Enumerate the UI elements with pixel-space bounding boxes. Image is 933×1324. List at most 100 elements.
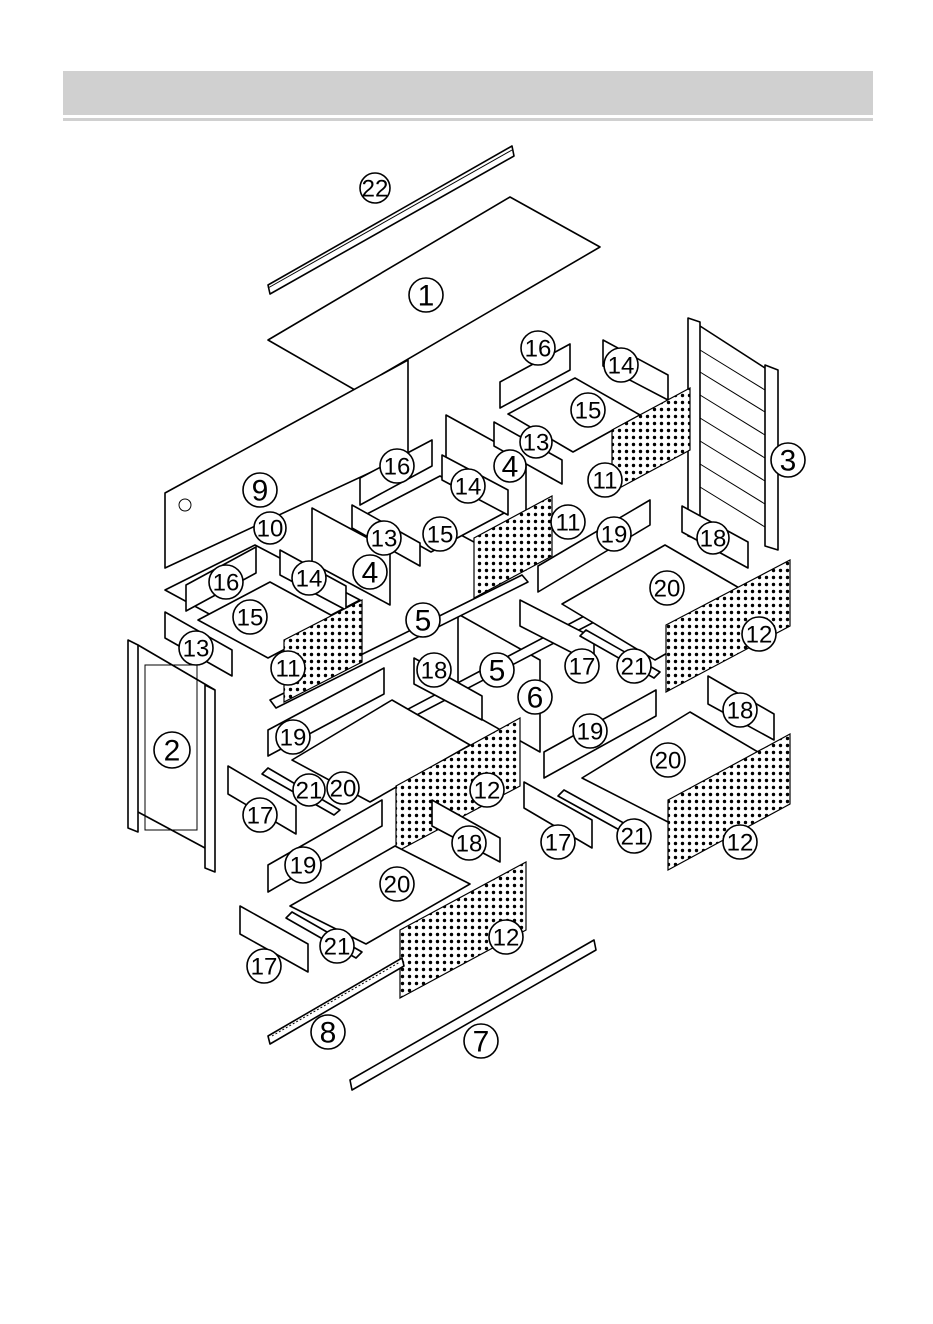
callout-label: 17: [545, 830, 572, 857]
callout-label: 16: [525, 336, 552, 363]
callout-12: 12: [489, 920, 523, 954]
callout-13: 13: [520, 426, 552, 458]
callout-14: 14: [451, 469, 485, 503]
callout-13: 13: [367, 521, 401, 555]
callout-label: 11: [593, 468, 618, 495]
callout-label: 19: [601, 522, 628, 549]
callout-19: 19: [285, 847, 321, 883]
callout-2: 2: [154, 732, 190, 768]
callout-label: 18: [456, 831, 483, 858]
callout-label: 14: [608, 353, 635, 380]
callout-15: 15: [233, 600, 267, 634]
callout-17: 17: [565, 649, 599, 683]
callout-19: 19: [276, 720, 310, 754]
callout-label: 1: [418, 280, 435, 313]
callout-label: 20: [654, 576, 681, 603]
callout-19: 19: [597, 517, 631, 551]
callout-label: 22: [362, 176, 389, 203]
callout-label: 20: [655, 748, 682, 775]
callout-20: 20: [650, 571, 684, 605]
callout-3: 3: [771, 443, 805, 478]
callout-label: 2: [164, 735, 181, 768]
callout-20: 20: [651, 743, 685, 777]
callout-label: 18: [727, 698, 754, 725]
part-right-side-frame: [688, 318, 778, 550]
callout-5: 5: [406, 603, 440, 638]
callout-label: 16: [213, 570, 240, 597]
callout-label: 9: [252, 475, 269, 508]
callout-label: 12: [493, 925, 520, 952]
callout-label: 21: [621, 654, 648, 681]
callout-label: 3: [780, 445, 797, 478]
callout-label: 7: [473, 1026, 490, 1059]
callout-label: 21: [324, 934, 351, 961]
part-base-rail-7: [350, 940, 596, 1090]
callout-label: 15: [427, 522, 454, 549]
callout-19: 19: [573, 714, 607, 748]
callout-label: 21: [621, 824, 648, 851]
callout-label: 15: [237, 605, 264, 632]
callout-11: 11: [271, 651, 305, 685]
callout-label: 12: [474, 778, 501, 805]
callout-17: 17: [541, 825, 575, 859]
callout-10: 10: [254, 512, 286, 544]
callout-17: 17: [243, 798, 277, 832]
callout-16: 16: [380, 449, 414, 483]
callout-label: 12: [746, 622, 773, 649]
callout-18: 18: [452, 826, 486, 860]
callout-11: 11: [551, 505, 585, 539]
callout-label: 21: [296, 778, 323, 805]
callout-12: 12: [470, 773, 504, 807]
callout-label: 17: [569, 654, 596, 681]
callout-18: 18: [697, 522, 729, 554]
callout-label: 20: [330, 776, 357, 803]
callout-14: 14: [292, 561, 326, 595]
callout-14: 14: [604, 348, 638, 382]
callout-13: 13: [179, 631, 213, 665]
callout-4: 4: [353, 555, 387, 590]
callout-label: 5: [415, 605, 432, 638]
callout-16: 16: [521, 331, 555, 365]
callout-label: 18: [700, 526, 727, 553]
callout-21: 21: [617, 649, 651, 683]
callout-label: 4: [362, 557, 379, 590]
callout-label: 19: [577, 719, 604, 746]
callout-15: 15: [571, 393, 605, 427]
callout-22: 22: [360, 173, 390, 203]
callout-6: 6: [518, 680, 552, 715]
callout-label: 16: [384, 454, 411, 481]
callout-4: 4: [494, 450, 526, 484]
callout-20: 20: [380, 867, 414, 901]
callout-5: 5: [480, 653, 514, 688]
callout-label: 13: [523, 430, 550, 457]
callout-label: 14: [296, 566, 323, 593]
callout-7: 7: [464, 1024, 498, 1059]
callout-21: 21: [320, 929, 354, 963]
callout-label: 13: [371, 526, 398, 553]
callout-label: 6: [527, 682, 544, 715]
callout-18: 18: [723, 693, 757, 727]
callout-18: 18: [417, 653, 451, 687]
callout-12: 12: [723, 825, 757, 859]
callout-label: 4: [502, 451, 519, 484]
callout-9: 9: [243, 473, 277, 508]
callout-8: 8: [311, 1015, 345, 1050]
callout-17: 17: [247, 949, 281, 983]
callout-12: 12: [742, 617, 776, 651]
callout-label: 8: [320, 1017, 337, 1050]
callout-label: 15: [575, 398, 602, 425]
callout-label: 18: [421, 658, 448, 685]
callout-label: 17: [251, 954, 278, 981]
callout-label: 17: [247, 803, 274, 830]
callout-label: 20: [384, 872, 411, 899]
callout-label: 10: [257, 516, 284, 543]
callout-11: 11: [588, 463, 622, 497]
callout-15: 15: [423, 517, 457, 551]
callout-label: 5: [489, 655, 506, 688]
callout-label: 13: [183, 636, 210, 663]
callout-label: 11: [276, 656, 301, 683]
callout-20: 20: [327, 772, 359, 804]
callout-label: 14: [455, 474, 482, 501]
callout-21: 21: [617, 819, 651, 853]
